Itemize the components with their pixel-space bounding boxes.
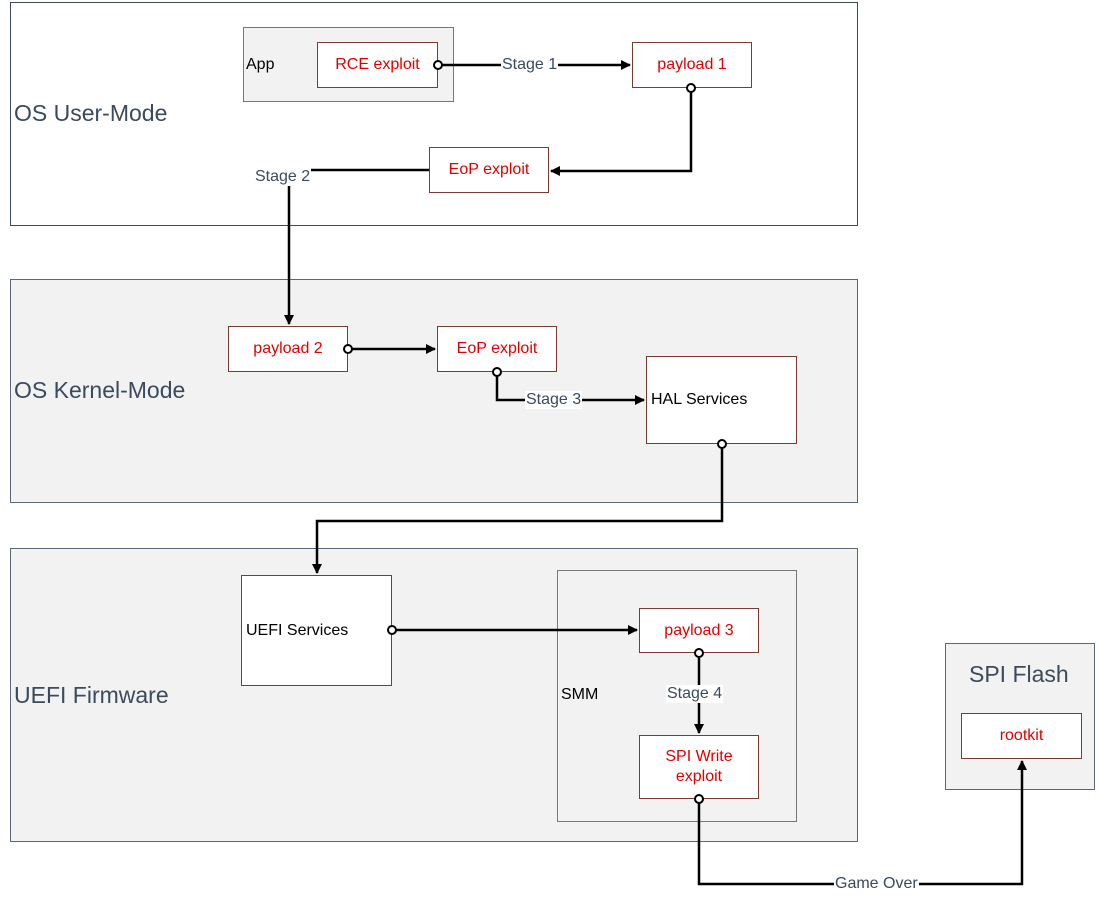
edge-label-stage-1: Stage 1 [501, 56, 559, 74]
rootkit-node: rootkit [961, 713, 1082, 759]
payload-2-node: payload 2 [228, 326, 348, 372]
smm-label: SMM [561, 686, 599, 703]
zone-title-spi-flash: SPI Flash [969, 661, 1069, 687]
zone-title-user-mode: OS User-Mode [14, 100, 168, 126]
rce-exploit-node: RCE exploit [317, 42, 438, 88]
spi-write-exploit-node: SPI Write exploit [639, 735, 759, 799]
uefi-services-node: UEFI Services [241, 575, 392, 686]
eop-exploit-kernel-node: EoP exploit [437, 326, 557, 372]
payload-3-node: payload 3 [639, 608, 759, 653]
eop-exploit-user-node: EoP exploit [429, 147, 549, 193]
edge-label-stage-4: Stage 4 [666, 685, 724, 703]
edge-label-stage-2: Stage 2 [254, 168, 312, 186]
hal-services-node: HAL Services [646, 356, 797, 444]
app-label: App [246, 56, 275, 73]
zone-title-uefi-firmware: UEFI Firmware [14, 682, 169, 708]
zone-title-kernel-mode: OS Kernel-Mode [14, 377, 186, 403]
edge-label-game-over: Game Over [834, 875, 919, 893]
payload-1-node: payload 1 [632, 42, 752, 88]
edge-label-stage-3: Stage 3 [525, 391, 583, 409]
